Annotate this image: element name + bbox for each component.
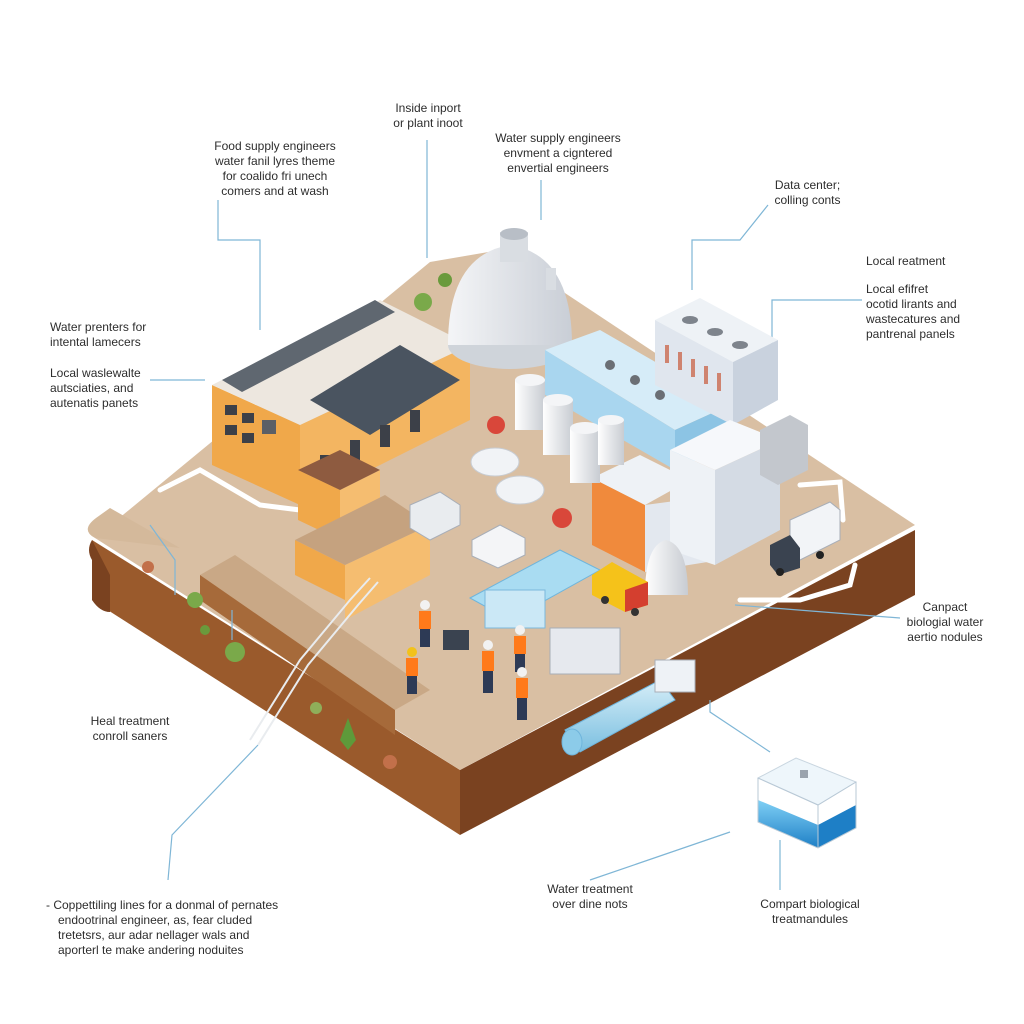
glass-tank-water-right [818,805,856,848]
glass-tank-back [756,757,858,806]
label-inside-import: Inside inport or plant inoot [393,101,463,130]
truck-icon [770,501,841,576]
white-cart [471,524,526,569]
glass-tank-outlet [800,770,808,778]
unit-a-left [298,470,340,540]
unit-b-roof [295,495,430,565]
label-food-supply: Food supply engineers water fanil lyres … [214,139,336,198]
blue-module [484,589,546,629]
dome-chimney-top [500,228,528,240]
slab-notch [87,508,180,548]
solar-panel-roof-left [222,300,395,392]
tank-cluster [470,374,688,595]
label-compact-biological-modules: Compart biological treatmandules [760,897,860,926]
flat-tank-b [495,475,545,505]
unit-a-roof [298,450,380,490]
leader-heat-treatment [167,744,259,881]
dc-windows [665,345,721,391]
label-data-center: Data center; colling conts [774,178,841,207]
shrub-icon [414,293,432,311]
worker-icon [406,647,418,694]
dome-side-pipe [546,268,556,290]
label-local-treatment: Local reatment [866,254,946,268]
slab-left-step [89,540,110,612]
shrub-icon [383,755,397,769]
white-tower-front [670,450,715,565]
control-panel [443,630,469,650]
leader-local-effluent [771,299,862,345]
slab-left-side [92,540,460,835]
van-yellow [592,562,648,616]
orange-facility-front [592,478,645,572]
white-tower-top [670,420,780,470]
orange-facility-top [592,455,690,505]
worker-icon [514,625,526,672]
label-competing-lines: - Coppettiling lines for a donmal of per… [46,898,279,957]
pipe-left-loop [157,467,303,513]
solar-array [310,345,460,435]
flat-tank-a [470,447,520,477]
grey-module [549,627,621,675]
pipe-junction-box [654,659,696,693]
label-local-wastewater: Local waslewalte autsciaties, and autena… [50,366,141,410]
office-roof [212,300,470,425]
unit-b-left [295,540,345,600]
shrub-icon [340,718,356,750]
small-cart [409,491,461,541]
red-valve [487,416,505,434]
label-local-effluent: Local efifret ocotid lirants and wasteca… [866,282,961,341]
glass-tank-water-front [758,800,818,848]
workers-group [406,600,528,720]
label-water-supply: Water supply engineers envment a cignter… [495,131,621,175]
worker-icon [516,667,528,720]
blue-block-vents [605,360,665,400]
tank-white-cone [645,540,688,595]
shrub-icon [438,273,452,287]
red-valve-b [552,508,572,528]
leader-trench-left [149,524,176,595]
blue-manifold [468,549,696,756]
pipe-right-elbow [797,479,846,523]
tank-icon [570,422,600,483]
label-compact-biological-water: Canpact biologial water aertio nodules [906,600,984,644]
shrub-icon [142,561,154,573]
label-water-premises: Water prenters for intental lamecers [50,320,147,349]
leader-food-supply [217,200,261,330]
pipe-end-cap [561,728,583,756]
tank-icon [598,415,624,465]
shrubs [142,273,452,769]
trench [200,555,430,710]
vehicles [409,491,841,616]
shrub-icon [200,625,210,635]
grey-block [760,415,808,485]
leader-data-center [691,204,769,290]
trench-wall [200,575,395,735]
data-center [655,298,778,425]
dome-tank [448,228,572,369]
glass-tank-outline [757,777,857,849]
shrub-icon [187,592,203,608]
ground-pipes [157,467,858,603]
tank-icon [515,374,545,430]
outflow-water-tank [756,757,858,849]
pipe-right-run [737,562,858,603]
tank-icon [543,394,573,455]
label-water-treatment-over: Water treatment over dine nots [547,882,633,911]
label-heat-treatment: Heal treatment conroll saners [90,714,170,743]
shrub-icon [310,702,322,714]
leader-lines [149,140,901,890]
blue-block-front [545,350,675,470]
trench-fence [249,577,379,746]
shrub-icon [225,642,245,662]
leader-biological-water [734,604,901,619]
leader-outflow [709,700,771,753]
dc-right [733,340,778,425]
worker-icon [419,600,431,647]
leader-water-treatment [589,831,731,881]
dome-body [448,245,572,345]
worker-icon [482,640,494,693]
dc-vents [682,316,748,349]
